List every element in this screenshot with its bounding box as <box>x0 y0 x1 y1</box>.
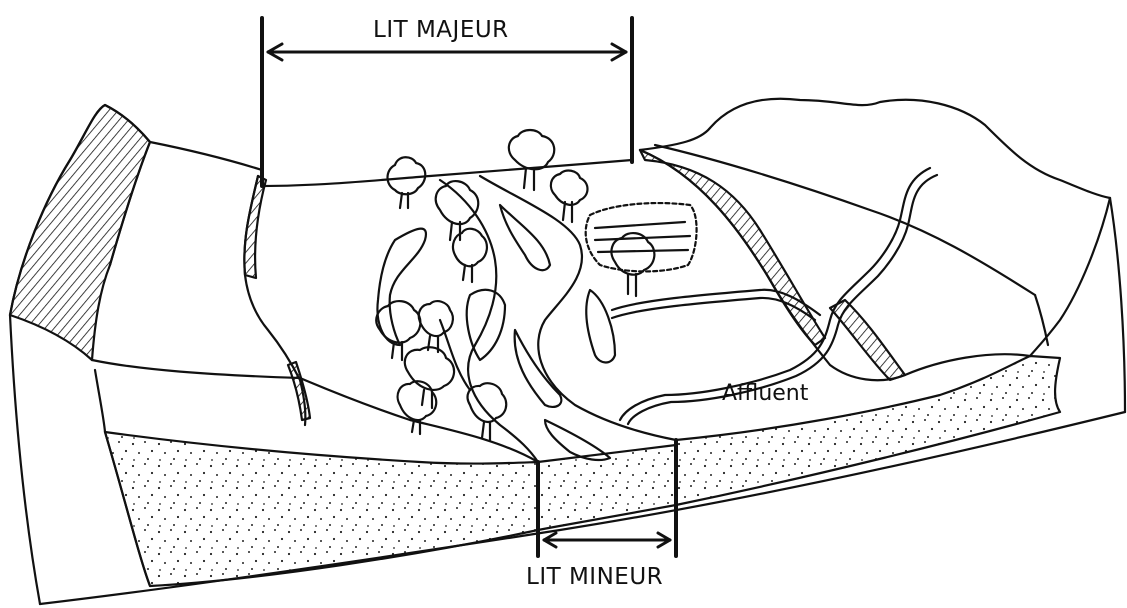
channel-bar-1 <box>500 205 550 270</box>
left-terrace-front <box>92 360 300 378</box>
right-cliff <box>1030 198 1110 356</box>
affluent-label: Affluent <box>722 383 808 405</box>
sediment-layer-right <box>676 356 1060 505</box>
oxbow-right <box>586 290 615 363</box>
lit-majeur-label: LIT MAJEUR <box>373 19 509 42</box>
tree <box>453 229 487 282</box>
marsh-lines <box>595 222 690 252</box>
tree <box>405 347 454 408</box>
lit-mineur-label: LIT MINEUR <box>526 566 663 589</box>
left-escarpment-hatch-top <box>244 176 266 278</box>
sediment-layer-left <box>105 432 538 586</box>
left-hatched-face <box>10 105 150 360</box>
left-lower-strata-line <box>95 370 105 432</box>
tree <box>551 171 588 222</box>
right-cliff-lower <box>1110 198 1125 412</box>
right-lower-hatch <box>830 300 905 380</box>
block-left-face <box>10 315 40 604</box>
right-inner-line <box>1035 295 1048 345</box>
left-terrace <box>150 142 262 170</box>
tree <box>509 130 554 190</box>
tree <box>611 233 654 296</box>
right-escarpment-hatch <box>640 150 825 345</box>
right-terrace-strip <box>655 145 1035 295</box>
sediment-under-channel <box>538 445 676 530</box>
left-escarpment-hatch-low <box>288 362 310 420</box>
tree <box>388 157 426 208</box>
